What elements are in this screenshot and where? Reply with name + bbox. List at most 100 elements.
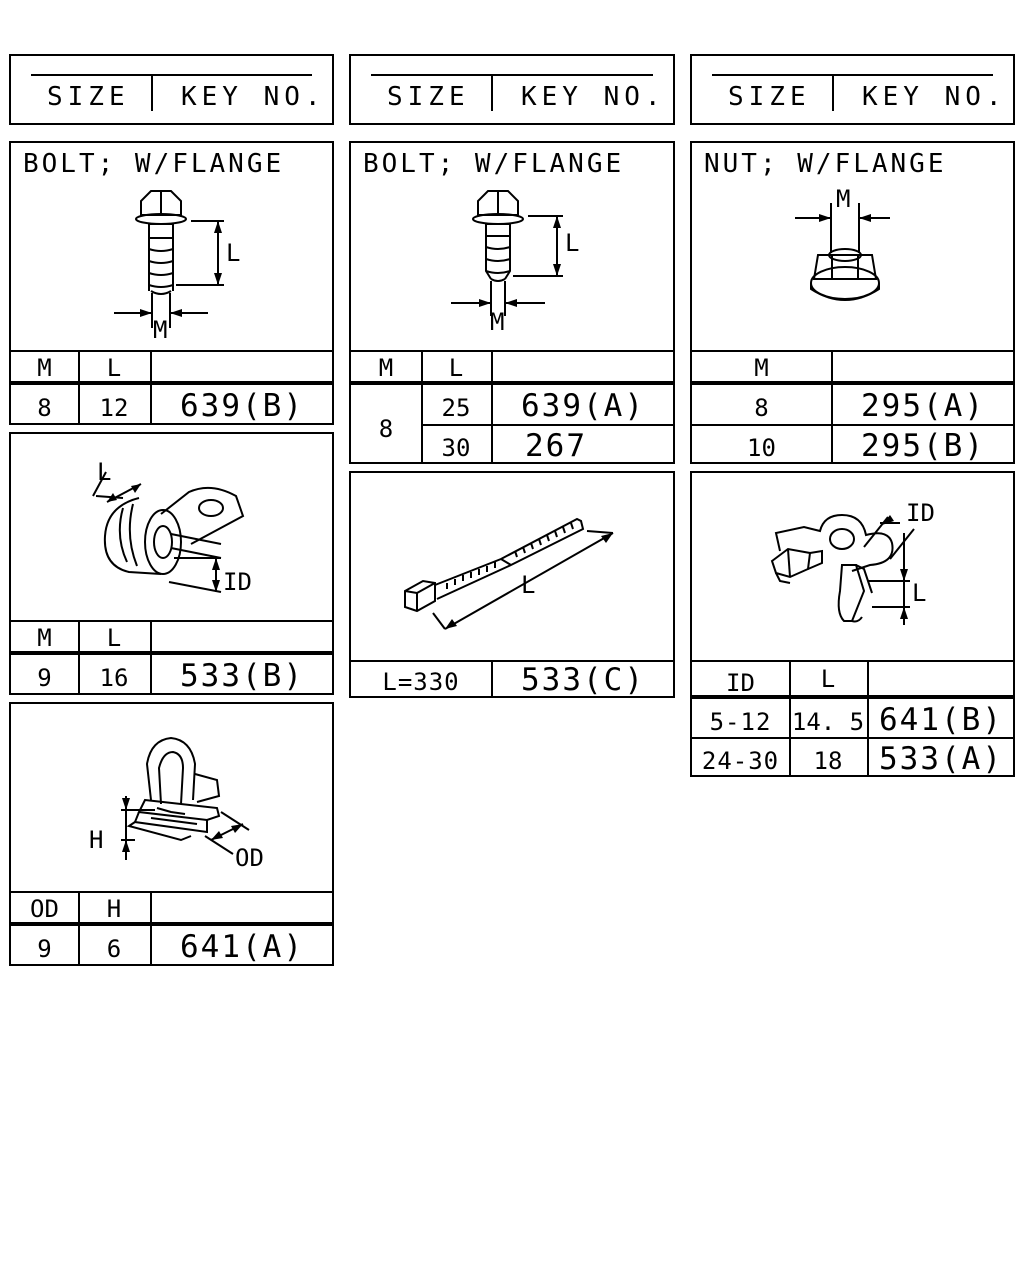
- table-rule: [351, 660, 673, 662]
- key-number: 639(B): [180, 388, 304, 424]
- table-col-divider: [831, 350, 833, 462]
- cell-l: 14. 5: [791, 708, 865, 736]
- header-rule: [31, 74, 312, 76]
- cell-size: L=330: [382, 668, 460, 696]
- column-header-m: M: [37, 354, 52, 382]
- column-header-m: M: [754, 354, 769, 382]
- column-header-m: M: [37, 624, 52, 652]
- part-bolt-flange-12: BOLT; W/FLANGE L M M L 8: [9, 141, 334, 425]
- dimension-label-m: M: [490, 308, 505, 336]
- header-rule: [712, 74, 993, 76]
- table-rule: [11, 620, 332, 622]
- part-title: NUT; W/FLANGE: [704, 149, 947, 179]
- header-key-label: KEY NO.: [521, 82, 666, 112]
- column-header-id: ID: [726, 669, 755, 697]
- bolt-flange-drawing: [351, 143, 677, 353]
- header-size-label: SIZE: [47, 82, 130, 112]
- cell-h: 6: [106, 935, 122, 963]
- part-title: BOLT; W/FLANGE: [363, 149, 625, 179]
- cell-id: 5-12: [709, 708, 772, 736]
- table-col-divider: [491, 350, 493, 462]
- part-title: BOLT; W/FLANGE: [23, 149, 285, 179]
- table-rule-double: [11, 381, 332, 385]
- dimension-label-l: L: [565, 229, 580, 257]
- table-col-divider: [789, 660, 791, 775]
- part-pipe-clip: ID L ID L 5-12 14. 5 641(B) 24-30 18 533…: [690, 471, 1015, 777]
- pipe-clip-drawing: [692, 473, 1017, 663]
- table-row-rule: [421, 424, 673, 426]
- header-divider: [832, 74, 834, 111]
- header-size-label: SIZE: [387, 82, 470, 112]
- table-rule-double: [692, 381, 1013, 385]
- cell-m: 8: [378, 415, 394, 443]
- table-rule: [692, 350, 1013, 352]
- table-col-divider: [491, 660, 493, 696]
- header-divider: [491, 74, 493, 111]
- header-box-1: SIZE KEY NO.: [9, 54, 334, 125]
- key-number: 295(B): [861, 428, 985, 464]
- table-col-divider: [421, 350, 423, 462]
- key-number: 533(B): [180, 658, 304, 694]
- table-rule-double: [11, 922, 332, 926]
- dimension-label-l: L: [521, 571, 536, 599]
- key-number: 639(A): [521, 388, 645, 424]
- header-divider: [151, 74, 153, 111]
- dimension-label-id: ID: [906, 499, 935, 527]
- column-header-l: L: [448, 354, 464, 382]
- table-rule: [11, 350, 332, 352]
- table-col-divider: [78, 891, 80, 964]
- part-cable-clamp: L ID M L 9 16 533(B): [9, 432, 334, 695]
- dimension-label-h: H: [89, 826, 104, 854]
- cable-tie-drawing: [351, 473, 677, 663]
- table-rule: [692, 660, 1013, 662]
- table-rule-double: [351, 381, 673, 385]
- header-key-label: KEY NO.: [862, 82, 1007, 112]
- key-number: 641(B): [879, 702, 1003, 738]
- table-col-divider: [150, 620, 152, 693]
- cell-l: 25: [441, 394, 471, 422]
- table-col-divider: [150, 350, 152, 423]
- table-rule-double: [692, 695, 1013, 699]
- cell-m: 8: [37, 394, 52, 422]
- column-header-m: M: [378, 354, 394, 382]
- cell-m: 10: [747, 434, 776, 462]
- column-header-l: L: [106, 354, 122, 382]
- column-header-od: OD: [30, 895, 59, 923]
- cell-id: 24-30: [701, 747, 780, 775]
- table-col-divider: [78, 350, 80, 423]
- key-number: 267: [525, 428, 587, 464]
- cell-m: 9: [37, 664, 52, 692]
- cell-od: 9: [37, 935, 52, 963]
- part-hose-clip: H OD OD H 9 6 641(A): [9, 702, 334, 966]
- header-box-2: SIZE KEY NO.: [349, 54, 675, 125]
- header-key-label: KEY NO.: [181, 82, 326, 112]
- part-nut-flange: NUT; W/FLANGE M M 8 295(A) 10 295(B): [690, 141, 1015, 464]
- dimension-label-l: L: [226, 239, 241, 267]
- key-number: 533(A): [879, 741, 1003, 777]
- table-row-rule: [692, 737, 1013, 739]
- header-box-3: SIZE KEY NO.: [690, 54, 1015, 125]
- cell-l: 30: [441, 434, 471, 462]
- dimension-label-l: L: [97, 458, 112, 486]
- table-col-divider: [78, 620, 80, 693]
- cable-clamp-drawing: [11, 434, 336, 624]
- nut-flange-drawing: [692, 143, 1017, 353]
- table-col-divider: [150, 891, 152, 964]
- cell-l: 16: [99, 664, 129, 692]
- column-header-l: L: [106, 624, 122, 652]
- dimension-label-l: L: [912, 579, 927, 607]
- cell-l: 18: [813, 747, 843, 775]
- key-number: 295(A): [861, 388, 985, 424]
- key-number: 641(A): [180, 929, 304, 965]
- dimension-label-m: M: [153, 316, 168, 344]
- table-col-divider: [867, 660, 869, 775]
- table-rule-double: [11, 651, 332, 655]
- header-rule: [371, 74, 653, 76]
- table-rule: [351, 350, 673, 352]
- column-header-h: H: [106, 895, 122, 923]
- table-rule: [11, 891, 332, 893]
- bolt-flange-drawing: [11, 143, 336, 353]
- hose-clip-drawing: [11, 704, 336, 894]
- cell-m: 8: [754, 394, 769, 422]
- cell-l: 12: [99, 394, 129, 422]
